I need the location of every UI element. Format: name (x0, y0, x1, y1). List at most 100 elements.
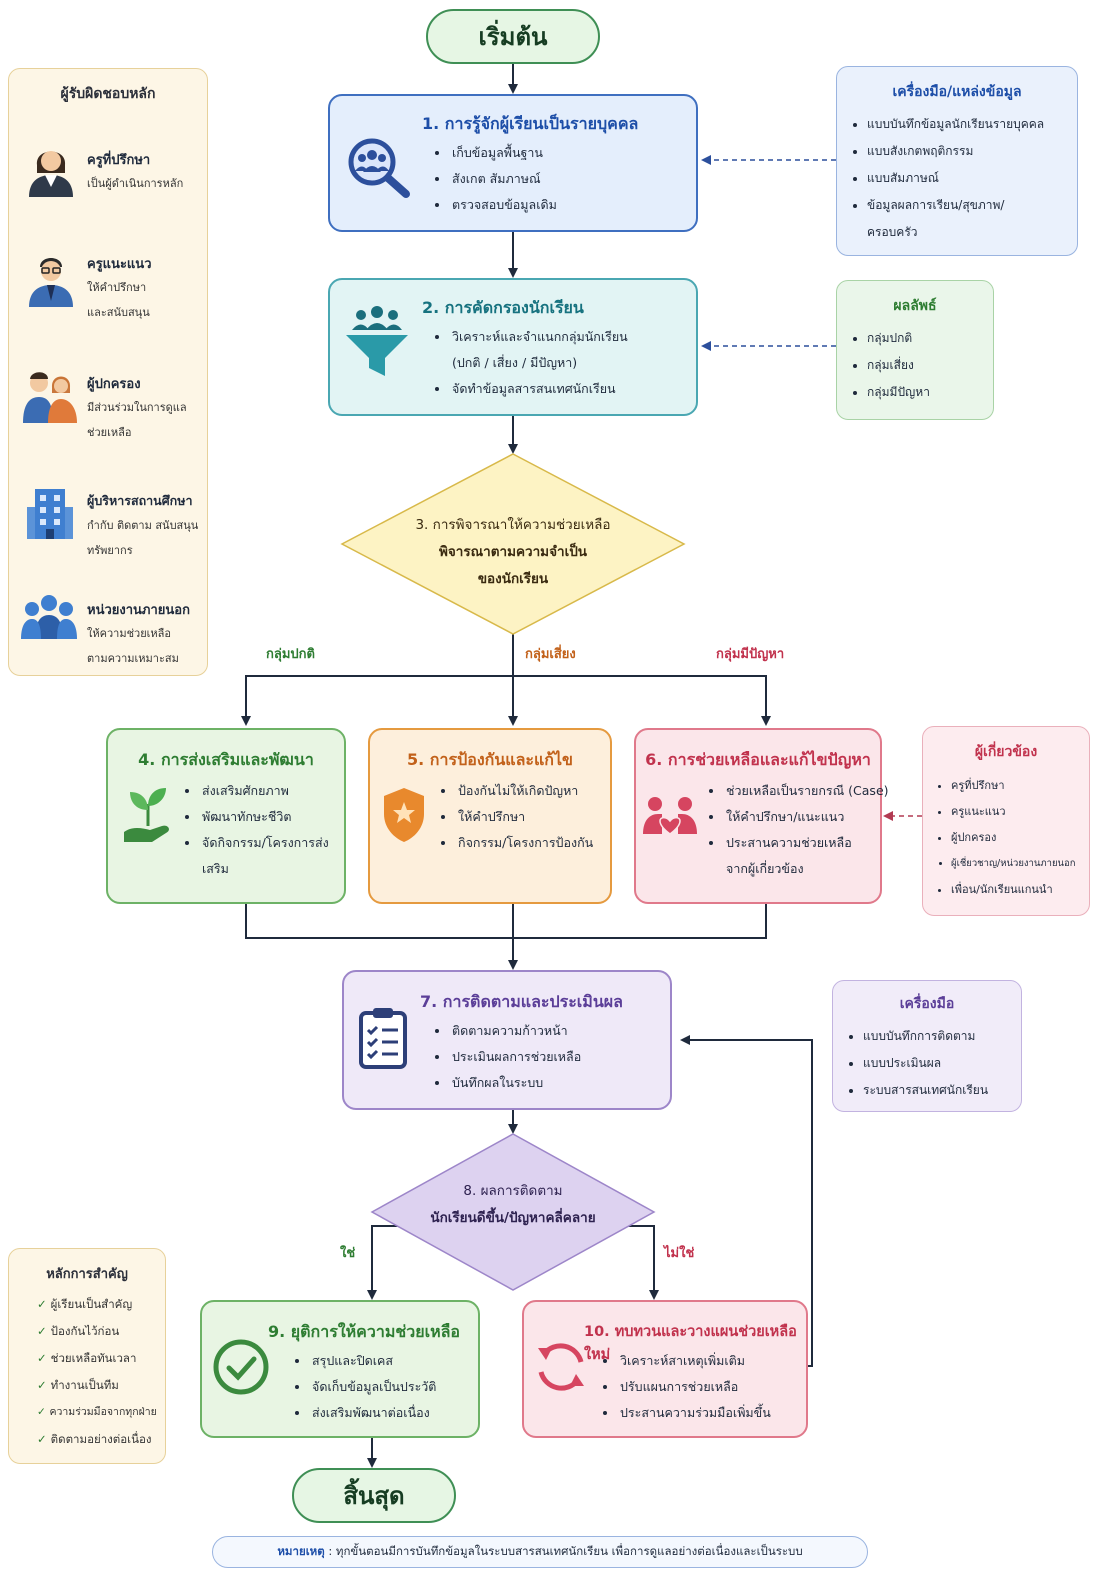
step2-item: จัดทำข้อมูลสารสนเทศนักเรียน (450, 376, 628, 402)
merge-steps-line (245, 904, 767, 939)
tools-panel: เครื่องมือ/แหล่งข้อมูล แบบบันทึกข้อมูลนั… (836, 66, 1078, 256)
arrow-step3-to-step4 (241, 675, 513, 726)
step2-list: วิเคราะห์และจำแนกกลุ่มนักเรียน (ปกติ / เ… (434, 324, 628, 402)
role-desc: เป็นผู้ดำเนินการหลัก (87, 171, 183, 196)
step7-title: 7. การติดตามและประเมินผล (420, 992, 623, 1011)
start-terminal: เริ่มต้น (426, 9, 600, 64)
branch-yes-label: ใช่ (340, 1246, 356, 1261)
step4-title: 4. การส่งเสริมและพัฒนา (138, 750, 314, 769)
eval-tools-panel: เครื่องมือ แบบบันทึกการติดตาม แบบประเมิน… (832, 980, 1022, 1112)
branch-problem-label: กลุ่มมีปัญหา (716, 647, 785, 662)
female-teacher-icon (29, 151, 73, 197)
step2-item: วิเคราะห์และจำแนกกลุ่มนักเรียน (450, 324, 628, 350)
results-panel-item: กลุ่มเสี่ยง (867, 352, 930, 379)
role-desc: ให้คำปรึกษา และสนับสนุน (87, 275, 150, 325)
step8-line: นักเรียนดีขึ้น/ปัญหาคลี่คลาย (430, 1210, 596, 1226)
shield-icon (384, 788, 424, 842)
step9-box: 9. ยุติการให้ความช่วยเหลือ สรุปและปิดเคส… (200, 1300, 480, 1438)
step10-title: 10. ทบทวนและวางแผนช่วยเหลือใหม่ (584, 1324, 797, 1363)
role-desc-line: กำกับ ติดตาม สนับสนุน (87, 519, 199, 532)
branch-normal-label: กลุ่มปกติ (266, 647, 315, 662)
step7-list: ติดตามความก้าวหน้า ประเมินผลการช่วยเหลือ… (434, 1018, 581, 1096)
step6-item: ให้คำปรึกษา/แนะแนว (724, 804, 898, 830)
stakeholders-panel-item: ครูแนะแนว (951, 799, 1075, 825)
stakeholders-panel-item: ผู้เชี่ยวชาญ/หน่วยงานภายนอก (951, 851, 1075, 877)
arrow-step3-to-step6 (513, 675, 771, 726)
step8-line: 8. ผลการติดตาม (463, 1183, 563, 1199)
step4-item: ส่งเสริมศักยภาพ (200, 778, 344, 804)
step4-list: ส่งเสริมศักยภาพ พัฒนาทักษะชีวิต จัดกิจกร… (184, 778, 344, 882)
step1-box: 1. การรู้จักผู้เรียนเป็นรายบุคคล เก็บข้อ… (328, 94, 698, 232)
role-desc: มีส่วนร่วมในการดูแล ช่วยเหลือ (87, 395, 187, 445)
principle-item: ช่วยเหลือทันเวลา (37, 1345, 157, 1372)
step2-item: (ปกติ / เสี่ยง / มีปัญหา) (452, 355, 578, 370)
refresh-cycle-icon (538, 1343, 584, 1391)
role-desc-line: ช่วยเหลือ (87, 426, 132, 439)
step2-title: 2. การคัดกรองนักเรียน (422, 298, 584, 317)
group-people-icon (21, 595, 77, 639)
role-desc-line: ตามความเหมาะสม (87, 652, 179, 665)
step7-item: บันทึกผลในระบบ (450, 1070, 581, 1096)
clipboard-checklist-icon (359, 1008, 407, 1069)
role-name: หน่วยงานภายนอก (87, 603, 190, 618)
tools-panel-item: แบบสัมภาษณ์ (867, 165, 1044, 192)
step9-item: สรุปและปิดเคส (310, 1348, 436, 1374)
tools-panel-item: แบบบันทึกข้อมูลนักเรียนรายบุคคล (867, 111, 1044, 138)
results-panel-item: กลุ่มมีปัญหา (867, 379, 930, 406)
results-panel-item: กลุ่มปกติ (867, 325, 930, 352)
stakeholders-panel-list: ครูที่ปรึกษา ครูแนะแนว ผู้ปกครอง ผู้เชี่… (935, 773, 1075, 903)
principles-list: ผู้เรียนเป็นสำคัญ ป้องกันไว้ก่อน ช่วยเหล… (21, 1291, 157, 1453)
role-desc: กำกับ ติดตาม สนับสนุน ทรัพยากร (87, 513, 198, 563)
step6-box: 6. การช่วยเหลือและแก้ไขปัญหา ช่วยเหลือเป… (634, 728, 889, 904)
tools-panel-item: แบบสังเกตพฤติกรรม (867, 138, 1044, 165)
funnel-people-icon (346, 306, 408, 376)
eval-tools-panel-title: เครื่องมือ (899, 996, 955, 1012)
step10-item: ประสานความร่วมมือเพิ่มขึ้น (618, 1400, 771, 1426)
stakeholders-panel-item: ครูที่ปรึกษา (951, 773, 1075, 799)
results-panel-list: กลุ่มปกติ กลุ่มเสี่ยง กลุ่มมีปัญหา (851, 325, 930, 406)
step5-item: กิจกรรม/โครงการป้องกัน (456, 830, 593, 856)
responsible-panel: ผู้รับผิดชอบหลัก ครูที่ปรึกษา เป็นผู้ดำเ… (8, 68, 208, 676)
eval-tools-panel-list: แบบบันทึกการติดตาม แบบประเมินผล ระบบสารส… (847, 1023, 988, 1104)
step2-box: 2. การคัดกรองนักเรียน วิเคราะห์และจำแนกก… (328, 278, 698, 416)
step9-list: สรุปและปิดเคส จัดเก็บข้อมูลเป็นประวัติ ส… (294, 1348, 436, 1426)
stakeholders-panel-item: เพื่อน/นักเรียนแกนนำ (951, 877, 1075, 903)
tools-panel-item: ครอบครัว (867, 225, 918, 239)
stakeholders-panel-item: ผู้ปกครอง (951, 825, 1075, 851)
role-name: ครูแนะแนว (87, 257, 152, 272)
step6-list: ช่วยเหลือเป็นรายกรณี (Case) ให้คำปรึกษา/… (708, 778, 898, 882)
step9-item: ส่งเสริมพัฒนาต่อเนื่อง (310, 1400, 436, 1426)
principle-item: ป้องกันไว้ก่อน (37, 1318, 157, 1345)
principle-item: ผู้เรียนเป็นสำคัญ (37, 1291, 157, 1318)
step5-box: 5. การป้องกันและแก้ไข ป้องกันไม่ให้เกิดป… (368, 728, 612, 904)
principle-item: ติดตามอย่างต่อเนื่อง (37, 1426, 157, 1453)
step3-line: พิจารณาตามความจำเป็น (439, 544, 587, 560)
role-desc-line: มีส่วนร่วมในการดูแล (87, 401, 187, 414)
plant-hand-icon (124, 788, 169, 842)
stakeholders-panel-title: ผู้เกี่ยวข้อง (974, 744, 1038, 760)
role-desc: ให้ความช่วยเหลือ ตามความเหมาะสม (87, 621, 179, 671)
parents-icon (23, 372, 77, 423)
step9-title: 9. ยุติการให้ความช่วยเหลือ (268, 1322, 461, 1341)
step6-item: จากผู้เกี่ยวข้อง (726, 861, 804, 876)
step3-text: 3. การพิจารณาให้ความช่วยเหลือ พิจารณาตาม… (382, 512, 644, 593)
role-name: ผู้ปกครอง (87, 377, 141, 392)
step10-list: วิเคราะห์สาเหตุเพิ่มเติม ปรับแผนการช่วยเ… (602, 1348, 771, 1426)
results-panel-title: ผลลัพธ์ (893, 298, 937, 314)
tools-panel-list: แบบบันทึกข้อมูลนักเรียนรายบุคคล แบบสังเก… (851, 111, 1044, 246)
role-desc-line: และสนับสนุน (87, 306, 150, 319)
school-building-icon (27, 489, 73, 539)
step4-item: พัฒนาทักษะชีวิต (200, 804, 344, 830)
step1-item: ตรวจสอบข้อมูลเดิม (450, 192, 557, 218)
stakeholders-panel: ผู้เกี่ยวข้อง ครูที่ปรึกษา ครูแนะแนว ผู้… (922, 726, 1090, 916)
eval-tools-panel-item: แบบประเมินผล (863, 1050, 988, 1077)
decision-step8-shape (370, 1133, 656, 1291)
end-label: สิ้นสุด (343, 1482, 405, 1510)
step10-item: ปรับแผนการช่วยเหลือ (618, 1374, 771, 1400)
step6-item: ประสานความช่วยเหลือ (724, 830, 898, 856)
note-label: หมายเหตุ (277, 1544, 325, 1558)
step5-item: ให้คำปรึกษา (456, 804, 593, 830)
note-text: : ทุกขั้นตอนมีการบันทึกข้อมูลในระบบสารสน… (324, 1544, 803, 1558)
principles-panel: หลักการสำคัญ ผู้เรียนเป็นสำคัญ ป้องกันไว… (8, 1248, 166, 1464)
